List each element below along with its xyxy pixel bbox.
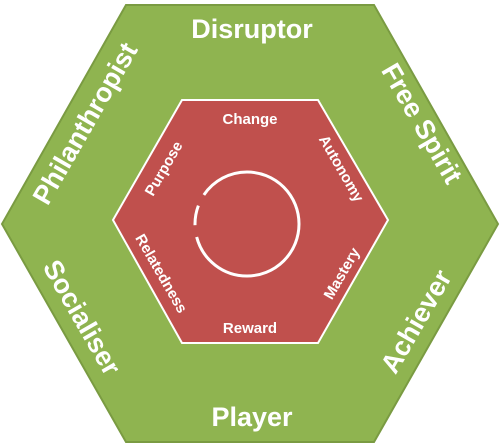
- label-change: Change: [222, 111, 277, 128]
- label-reward: Reward: [223, 320, 277, 337]
- center-circle-icon: [193, 170, 301, 278]
- inner-hexagon: [111, 99, 390, 344]
- label-disruptor: Disruptor: [191, 14, 313, 44]
- label-player: Player: [211, 402, 293, 432]
